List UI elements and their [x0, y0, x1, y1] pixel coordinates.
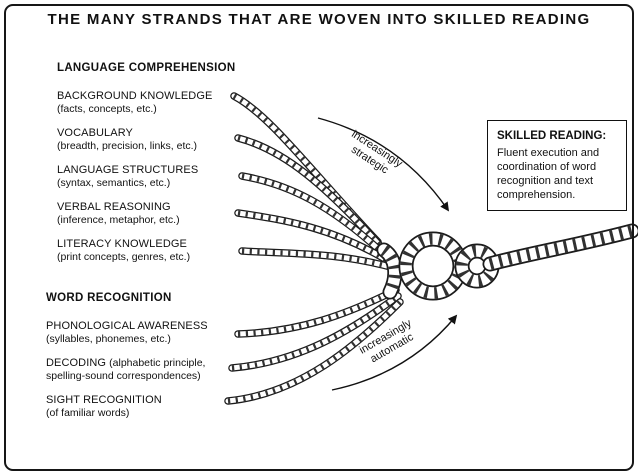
- rope-main: [482, 223, 638, 272]
- strategic-arrow: [317, 117, 450, 212]
- strand-vocabulary: VOCABULARY (breadth, precision, links, e…: [57, 127, 262, 153]
- strand-label: LANGUAGE STRUCTURES: [57, 164, 199, 176]
- skilled-reading-heading: SKILLED READING:: [497, 130, 607, 142]
- word-recognition-section: WORD RECOGNITION PHONOLOGICAL AWARENESS …: [46, 292, 244, 431]
- strand-sight-recognition: SIGHT RECOGNITION (of familiar words): [46, 394, 244, 420]
- strand-detail: (print concepts, genres, etc.): [57, 251, 191, 263]
- word-recognition-heading: WORD RECOGNITION: [46, 292, 172, 304]
- strand-literacy-knowledge: LITERACY KNOWLEDGE (print concepts, genr…: [57, 238, 262, 264]
- strand-detail: (facts, concepts, etc.): [57, 103, 157, 115]
- strand-detail: (inference, metaphor, etc.): [57, 214, 180, 226]
- skilled-reading-body: Fluent execution and coordination of wor…: [497, 147, 600, 201]
- strand-detail: (alphabetic principle, spelling-sound co…: [46, 357, 206, 382]
- strand-detail: (breadth, precision, links, etc.): [57, 140, 198, 152]
- strand-detail: (syntax, semantics, etc.): [57, 177, 171, 189]
- strand-label: LITERACY KNOWLEDGE: [57, 238, 187, 250]
- language-comprehension-section: LANGUAGE COMPREHENSION BACKGROUND KNOWLE…: [57, 62, 262, 275]
- strand-phonological-awareness: PHONOLOGICAL AWARENESS (syllables, phone…: [46, 320, 244, 346]
- strand-background-knowledge: BACKGROUND KNOWLEDGE (facts, concepts, e…: [57, 90, 262, 116]
- page-title: THE MANY STRANDS THAT ARE WOVEN INTO SKI…: [47, 11, 591, 28]
- strand-label: SIGHT RECOGNITION: [46, 394, 162, 406]
- strand-label: DECODING: [46, 357, 107, 369]
- skilled-reading-box: SKILLED READING: Fluent execution and co…: [487, 120, 627, 211]
- strand-label: VERBAL REASONING: [57, 201, 171, 213]
- strand-detail: (syllables, phonemes, etc.): [46, 333, 171, 345]
- strand-verbal-reasoning: VERBAL REASONING (inference, metaphor, e…: [57, 201, 262, 227]
- strand-decoding: DECODING (alphabetic principle, spelling…: [46, 357, 244, 383]
- strand-label: PHONOLOGICAL AWARENESS: [46, 320, 208, 332]
- language-comprehension-strands: [230, 92, 398, 272]
- strand-detail: (of familiar words): [46, 407, 130, 419]
- word-recognition-strands: [224, 286, 404, 405]
- strand-language-structures: LANGUAGE STRUCTURES (syntax, semantics, …: [57, 164, 262, 190]
- strand-label: BACKGROUND KNOWLEDGE: [57, 90, 213, 102]
- rope-knot: [376, 231, 500, 301]
- automatic-arrow: [331, 314, 458, 391]
- strand-label: VOCABULARY: [57, 127, 133, 139]
- language-comprehension-heading: LANGUAGE COMPREHENSION: [57, 62, 236, 74]
